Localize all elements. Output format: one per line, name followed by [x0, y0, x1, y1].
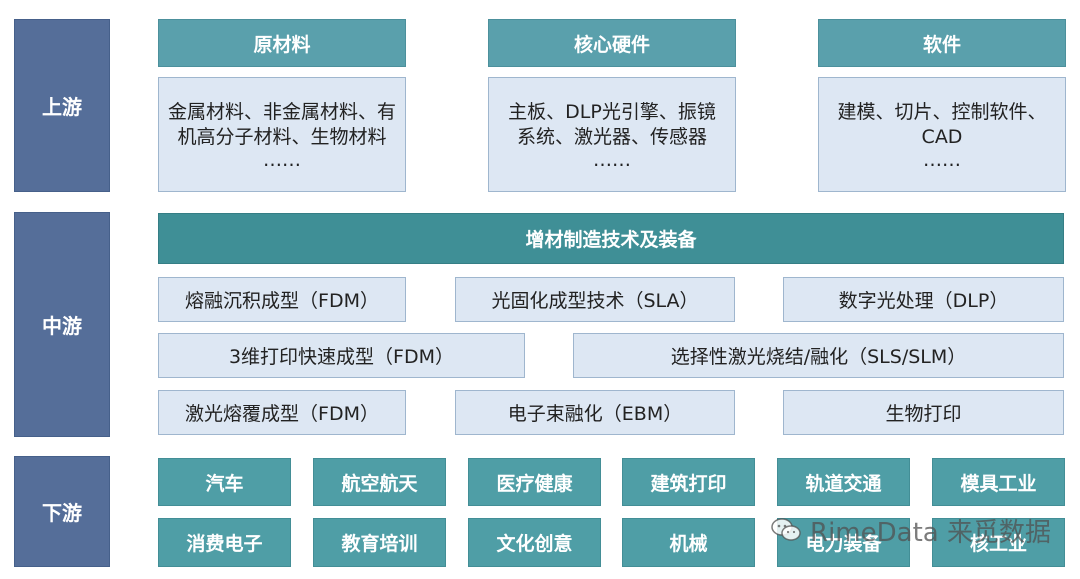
tech-label: 光固化成型技术（SLA） [491, 290, 699, 312]
upstream-header-raw-materials: 原材料 [158, 19, 406, 67]
tech-sls-slm: 选择性激光烧结/融化（SLS/SLM） [573, 333, 1064, 378]
tech-label: 选择性激光烧结/融化（SLS/SLM） [670, 346, 967, 368]
downstream-label: 电力装备 [805, 533, 882, 555]
upstream-header-software: 软件 [818, 19, 1066, 67]
downstream-healthcare: 医疗健康 [468, 458, 601, 506]
downstream-automotive: 汽车 [158, 458, 291, 506]
downstream-nuclear-industry: 核工业 [932, 518, 1065, 567]
panel-text: 主板、DLP光引擎、振镜系统、激光器、传感器 [508, 100, 716, 148]
downstream-label: 汽车 [205, 472, 244, 495]
upstream-header-label: 原材料 [253, 33, 311, 56]
upstream-panel-software: 建模、切片、控制软件、CAD …… [818, 77, 1066, 192]
tech-label: 激光熔覆成型（FDM） [185, 403, 379, 425]
tech-label: 生物打印 [885, 403, 962, 425]
tech-3d-printing: 3维打印快速成型（FDM） [158, 333, 525, 378]
downstream-machinery: 机械 [622, 518, 755, 567]
tech-label: 熔融沉积成型（FDM） [185, 290, 379, 312]
downstream-label: 航空航天 [341, 472, 418, 495]
tech-label: 电子束融化（EBM） [507, 403, 683, 425]
downstream-construction: 建筑打印 [622, 458, 755, 506]
tech-sla: 光固化成型技术（SLA） [455, 277, 735, 322]
wechat-icon [770, 516, 802, 544]
panel-text: 金属材料、非金属材料、有机高分子材料、生物材料 [167, 100, 396, 148]
tech-bioprinting: 生物打印 [783, 390, 1064, 435]
tech-label: 数字光处理（DLP） [838, 290, 1009, 312]
panel-text: 建模、切片、控制软件、CAD [837, 100, 1047, 148]
upstream-header-label: 核心硬件 [573, 33, 650, 56]
watermark: RimeData 来觅数据 [770, 510, 1051, 550]
downstream-label: 医疗健康 [496, 472, 573, 495]
downstream-label: 轨道交通 [805, 472, 882, 495]
downstream-education: 教育培训 [313, 518, 446, 567]
stage-midstream-label: 中游 [42, 314, 82, 338]
downstream-label: 核工业 [969, 533, 1027, 555]
midstream-header-label: 增材制造技术及装备 [525, 229, 697, 251]
downstream-consumer-electronics: 消费电子 [158, 518, 291, 567]
stage-downstream: 下游 [14, 456, 110, 567]
upstream-header-core-hardware: 核心硬件 [488, 19, 736, 67]
stage-upstream-label: 上游 [42, 95, 82, 119]
panel-ellipsis: …… [923, 148, 961, 171]
downstream-label: 机械 [669, 533, 708, 555]
tech-ebm: 电子束融化（EBM） [455, 390, 735, 435]
downstream-rail-transit: 轨道交通 [777, 458, 910, 506]
downstream-mould-industry: 模具工业 [932, 458, 1065, 506]
downstream-power-equipment: 电力装备 [777, 518, 910, 567]
downstream-aerospace: 航空航天 [313, 458, 446, 506]
downstream-label: 文化创意 [496, 533, 573, 555]
stage-downstream-label: 下游 [42, 501, 82, 525]
panel-ellipsis: …… [593, 148, 631, 171]
tech-laser-cladding: 激光熔覆成型（FDM） [158, 390, 406, 435]
downstream-label: 模具工业 [960, 472, 1037, 495]
downstream-cultural-creative: 文化创意 [468, 518, 601, 567]
tech-fdm: 熔融沉积成型（FDM） [158, 277, 406, 322]
midstream-header-bar: 增材制造技术及装备 [158, 213, 1064, 264]
watermark-text: RimeData 来觅数据 [810, 517, 1051, 548]
downstream-label: 建筑打印 [650, 472, 727, 495]
upstream-panel-core-hardware: 主板、DLP光引擎、振镜系统、激光器、传感器 …… [488, 77, 736, 192]
downstream-label: 消费电子 [186, 533, 263, 555]
upstream-panel-raw-materials: 金属材料、非金属材料、有机高分子材料、生物材料 …… [158, 77, 406, 192]
tech-dlp: 数字光处理（DLP） [783, 277, 1064, 322]
panel-ellipsis: …… [263, 148, 301, 171]
tech-label: 3维打印快速成型（FDM） [228, 346, 455, 368]
stage-midstream: 中游 [14, 212, 110, 437]
upstream-header-label: 软件 [922, 33, 961, 56]
downstream-label: 教育培训 [341, 533, 418, 555]
stage-upstream: 上游 [14, 19, 110, 192]
